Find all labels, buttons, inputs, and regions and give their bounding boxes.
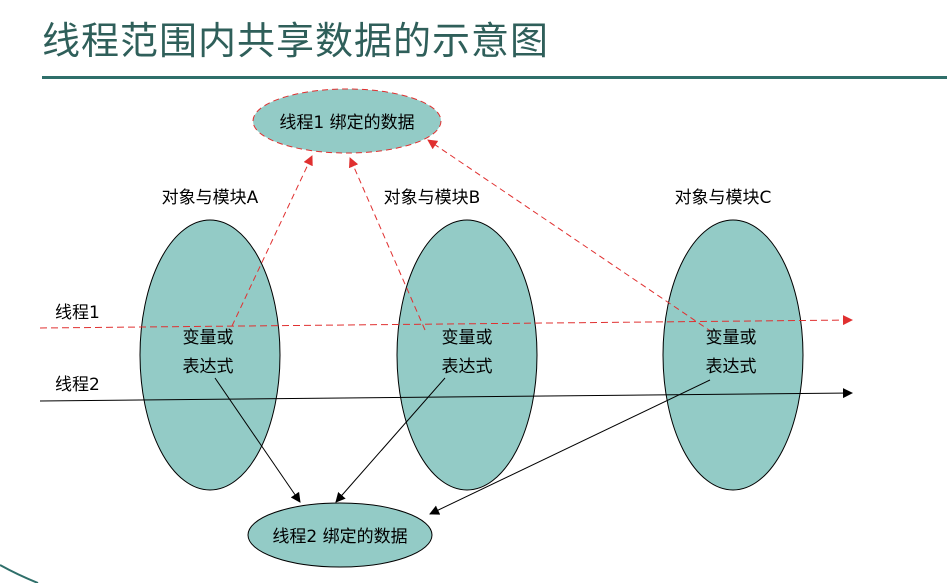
module-a-var-line1: 变量或 xyxy=(183,328,234,348)
arrow-b-to-thread1-data xyxy=(349,157,426,331)
module-b-label: 对象与模块B xyxy=(384,188,481,208)
thread2-data-bubble xyxy=(247,502,433,568)
module-a-var-line2: 表达式 xyxy=(183,357,234,377)
thread2-line xyxy=(39,388,853,402)
arrow-c-to-thread2-data xyxy=(429,379,711,515)
module-b-var-line1: 变量或 xyxy=(442,328,493,348)
thread1-line xyxy=(39,315,853,329)
module-c-var-line2: 表达式 xyxy=(706,357,757,377)
thread1-label: 线程1 xyxy=(55,303,100,323)
thread2-label: 线程2 xyxy=(55,375,100,395)
arrow-a-to-thread1-data xyxy=(231,155,313,327)
module-c-ellipse xyxy=(662,219,804,491)
module-a-label: 对象与模块A xyxy=(162,188,259,208)
arrow-a-to-thread2-data xyxy=(214,377,301,503)
thread1-data-bubble xyxy=(252,88,442,154)
arrow-c-to-thread1-data xyxy=(427,139,713,333)
module-b-var-line2: 表达式 xyxy=(442,357,493,377)
page-title: 线程范围内共享数据的示意图 xyxy=(42,19,550,63)
arrow-b-to-thread2-data xyxy=(335,377,446,503)
thread2-data-label: 线程2 绑定的数据 xyxy=(272,527,407,547)
module-c-var-line1: 变量或 xyxy=(706,328,757,348)
thread1-data-label: 线程1 绑定的数据 xyxy=(279,113,414,133)
module-b-ellipse xyxy=(396,219,538,491)
module-c-label: 对象与模块C xyxy=(675,188,772,208)
module-a-ellipse xyxy=(139,219,281,491)
title-underline xyxy=(42,76,947,79)
slide-corner-decoration xyxy=(0,564,39,583)
